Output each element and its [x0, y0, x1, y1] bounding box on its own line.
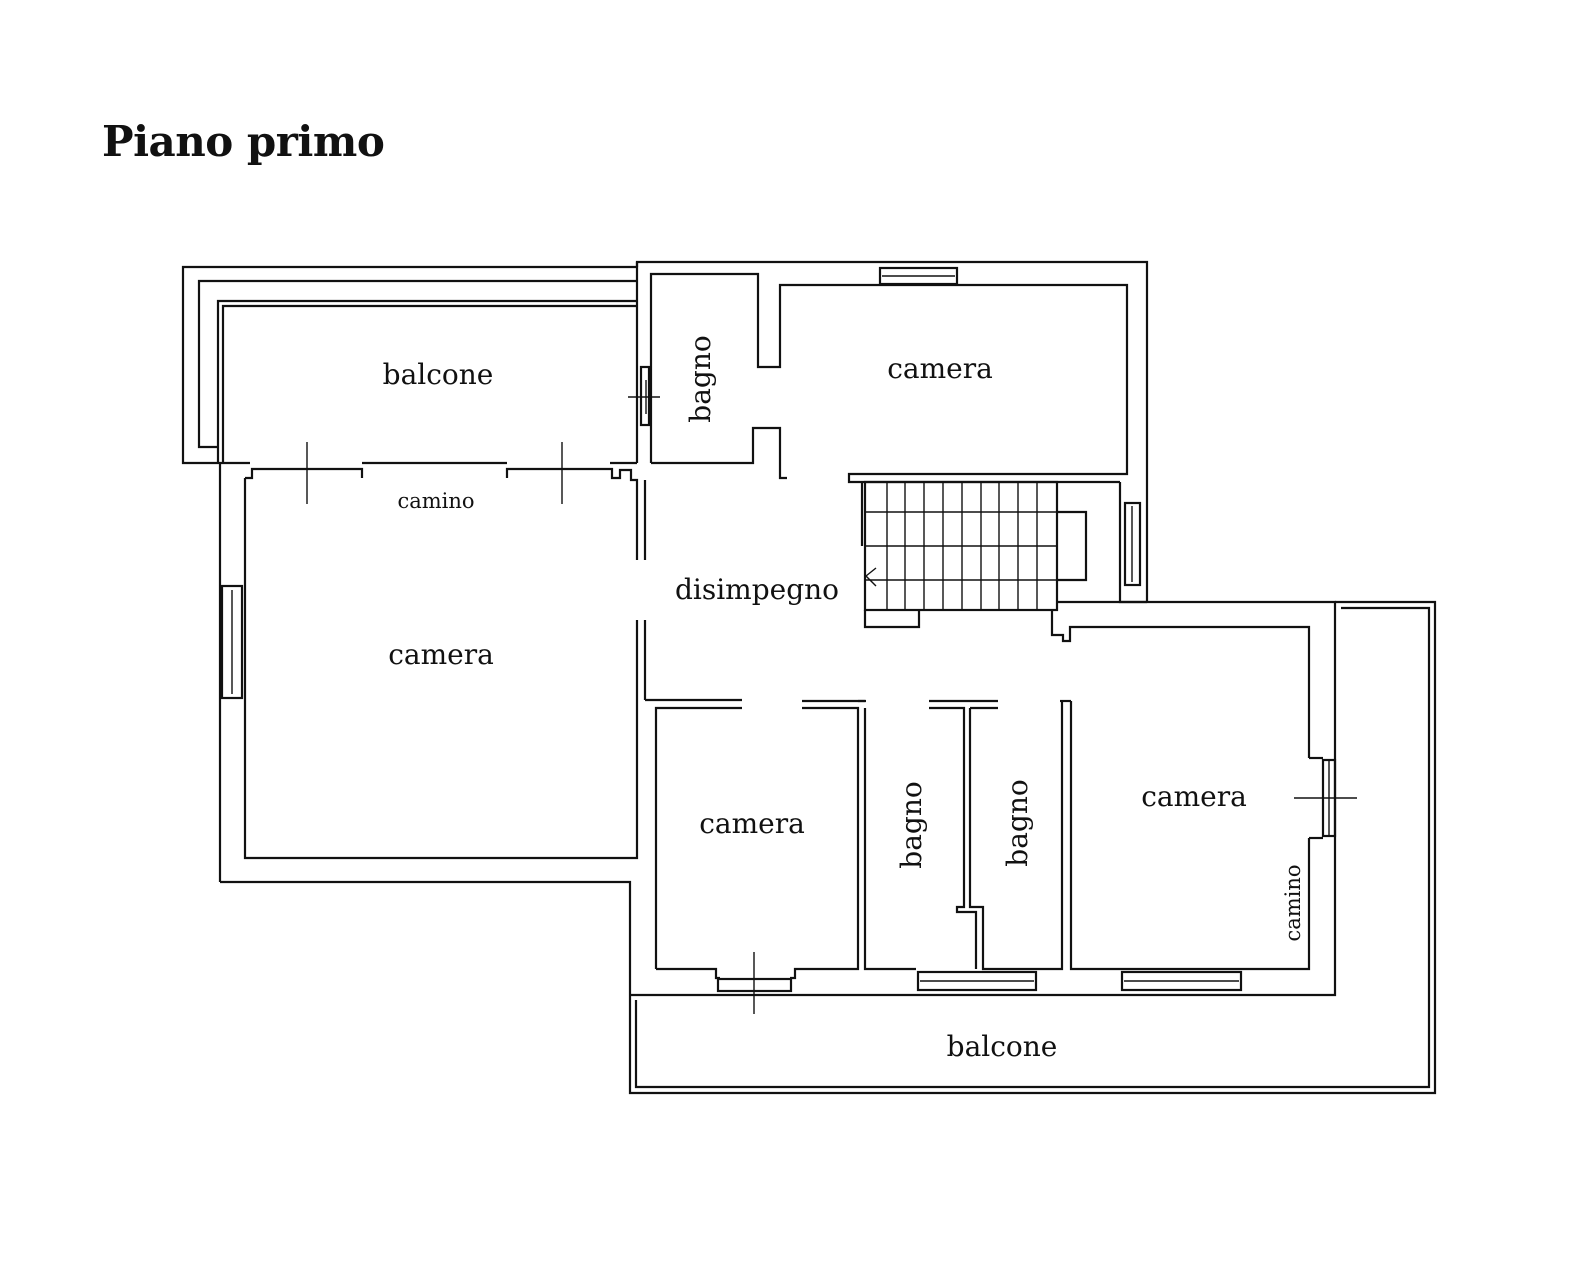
west-room-walls: [218, 461, 742, 995]
label-camino-east: camino: [1281, 864, 1305, 941]
page-title: Piano primo: [102, 117, 385, 166]
room-label-bagno-south-2: bagno: [1001, 779, 1034, 866]
room-label-camera-north: camera: [887, 352, 993, 385]
room-label-camera-west: camera: [388, 638, 494, 671]
room-label-balcone-south: balcone: [947, 1030, 1058, 1063]
balcony-south-walls: [628, 600, 1437, 1095]
room-label-bagno-south-1: bagno: [895, 781, 928, 868]
room-label-balcone-north: balcone: [383, 358, 494, 391]
staircase: [860, 480, 1147, 629]
room-label-disimpegno: disimpegno: [675, 573, 839, 606]
room-label-bagno-north: bagno: [684, 335, 717, 422]
balcony-north-walls: [181, 265, 637, 465]
south-rooms-walls: [654, 699, 1243, 1014]
label-camino-north: camino: [397, 489, 474, 513]
room-label-camera-south: camera: [699, 807, 805, 840]
north-core-walls: [306, 260, 1149, 602]
southeast-walls: [630, 600, 1357, 997]
room-label-camera-southeast: camera: [1141, 780, 1247, 813]
